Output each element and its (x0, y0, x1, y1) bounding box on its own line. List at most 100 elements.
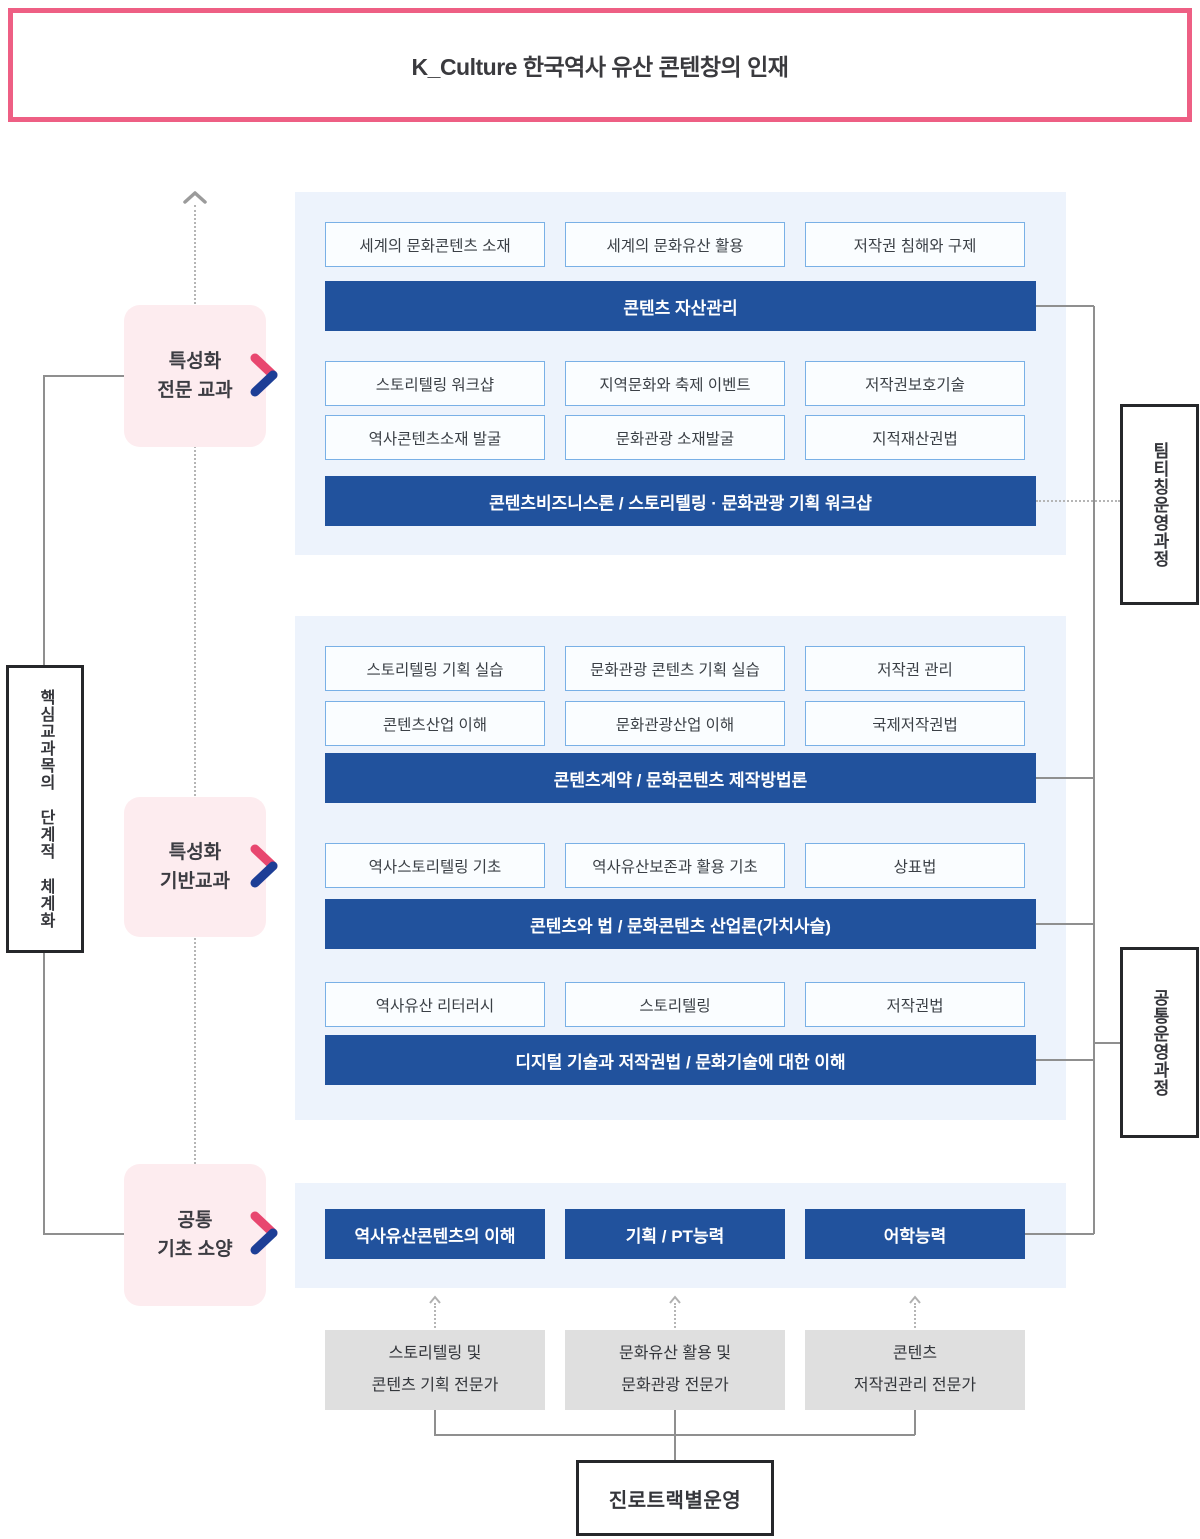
left-bracket-top-hline (43, 375, 124, 377)
course-box: 스토리텔링 (565, 982, 785, 1027)
career-track-storytelling: 스토리텔링 및 콘텐츠 기획 전문가 (325, 1330, 545, 1410)
category-label-line1: 특성화 (168, 350, 222, 372)
category-label-line2: 전문 교과 (157, 380, 233, 401)
category-chevron-icon (250, 353, 278, 397)
course-label: 문화관광 소재발굴 (615, 430, 735, 448)
career-track-heritage-tourism: 문화유산 활용 및 문화관광 전문가 (565, 1330, 785, 1410)
course-box: 저작권 침해와 구제 (805, 222, 1025, 267)
course-box: 스토리텔링 기획 실습 (325, 646, 545, 691)
basic-competency-label: 어학능력 (883, 1226, 947, 1246)
common-operation-connector (1093, 1042, 1121, 1044)
career-dotted-line (914, 1303, 916, 1328)
left-dotted-axis-line (194, 205, 196, 1164)
career-label-line1: 문화유산 활용 및 (619, 1345, 731, 1362)
category-specialized-foundation: 특성화 기반교과 (124, 797, 266, 937)
course-label: 지적재산권법 (872, 430, 958, 448)
career-dotted-line (434, 1303, 436, 1328)
course-box: 상표법 (805, 843, 1025, 888)
basic-competency-label: 역사유산콘텐츠의 이해 (354, 1226, 516, 1246)
left-bracket-bottom-hline (43, 1233, 124, 1235)
team-teaching-dotted-connector (1036, 500, 1120, 502)
career-track-copyright: 콘텐츠 저작권관리 전문가 (805, 1330, 1025, 1410)
track-operation-label: 진로트랙별운영 (608, 1489, 742, 1512)
right-connector-hline (1036, 777, 1094, 779)
course-label: 국제저작권법 (872, 716, 958, 734)
course-label: 저작권 관리 (877, 661, 953, 679)
basic-competency-bar: 기획 / PT능력 (565, 1209, 785, 1259)
career-label-line1: 스토리텔링 및 (388, 1345, 482, 1362)
course-box: 세계의 문화콘텐츠 소재 (325, 222, 545, 267)
up-arrow-icon (669, 1295, 681, 1304)
course-label: 스토리텔링 (639, 997, 711, 1015)
basic-competency-bar: 역사유산콘텐츠의 이해 (325, 1209, 545, 1259)
course-label: 문화관광 콘텐츠 기획 실습 (590, 661, 760, 679)
course-label: 세계의 문화유산 활용 (606, 237, 744, 255)
course-label: 세계의 문화콘텐츠 소재 (359, 237, 511, 255)
career-label-line2: 저작권관리 전문가 (853, 1377, 977, 1394)
category-common-basic: 공통 기초 소양 (124, 1164, 266, 1306)
up-arrow-icon (429, 1295, 441, 1304)
core-course-label: 콘텐츠계약 / 문화콘텐츠 제작방법론 (553, 770, 808, 790)
right-connector-hline (1036, 923, 1094, 925)
course-label: 역사콘텐츠소재 발굴 (368, 430, 502, 448)
course-box: 스토리텔링 워크샵 (325, 361, 545, 406)
basic-competency-bar: 어학능력 (805, 1209, 1025, 1259)
career-dotted-line (674, 1303, 676, 1328)
career-connector-vline (434, 1410, 436, 1435)
category-chevron-icon (250, 1211, 278, 1255)
up-arrow-icon (183, 191, 207, 204)
career-connector-vline (914, 1410, 916, 1435)
course-box: 저작권 관리 (805, 646, 1025, 691)
course-label: 저작권보호기술 (865, 376, 965, 394)
team-teaching-box: 팀티칭운영과정 (1120, 404, 1199, 605)
core-course-bar: 콘텐츠와 법 / 문화콘텐츠 산업론(가치사슬) (325, 899, 1036, 949)
course-label: 스토리텔링 기획 실습 (366, 661, 504, 679)
axis-label: 핵심교과목의 단계적 체계화 (37, 689, 54, 929)
course-label: 콘텐츠산업 이해 (382, 716, 488, 734)
course-box: 문화관광산업 이해 (565, 701, 785, 746)
basic-competency-label: 기획 / PT능력 (625, 1226, 725, 1246)
course-box: 역사콘텐츠소재 발굴 (325, 415, 545, 460)
right-connector-hline (1025, 1233, 1094, 1235)
career-label-line2: 콘텐츠 기획 전문가 (371, 1377, 499, 1394)
core-course-label: 콘텐츠비즈니스론 / 스토리텔링 · 문화관광 기획 워크샵 (489, 493, 872, 513)
course-label: 저작권법 (886, 997, 944, 1015)
core-course-bar: 콘텐츠비즈니스론 / 스토리텔링 · 문화관광 기획 워크샵 (325, 476, 1036, 526)
category-label-line2: 기초 소양 (157, 1239, 233, 1260)
course-box: 콘텐츠산업 이해 (325, 701, 545, 746)
course-box: 문화관광 소재발굴 (565, 415, 785, 460)
category-label-line2: 기반교과 (160, 871, 230, 892)
core-course-bar: 콘텐츠 자산관리 (325, 281, 1036, 331)
course-label: 문화관광산업 이해 (615, 716, 735, 734)
course-label: 저작권 침해와 구제 (853, 237, 977, 255)
course-box: 저작권보호기술 (805, 361, 1025, 406)
core-course-label: 디지털 기술과 저작권법 / 문화기술에 대한 이해 (515, 1052, 846, 1072)
category-specialized-advanced: 특성화 전문 교과 (124, 305, 266, 447)
axis-label-box: 핵심교과목의 단계적 체계화 (6, 665, 84, 953)
header: K_Culture 한국역사 유산 콘텐창의 인재 (8, 8, 1192, 122)
core-course-label: 콘텐츠 자산관리 (623, 298, 738, 318)
category-label-line1: 특성화 (168, 841, 222, 863)
course-label: 지역문화와 축제 이벤트 (599, 376, 751, 394)
course-box: 국제저작권법 (805, 701, 1025, 746)
course-label: 역사스토리텔링 기초 (368, 858, 502, 876)
course-label: 상표법 (893, 858, 937, 876)
course-box: 역사유산 리터러시 (325, 982, 545, 1027)
course-box: 지적재산권법 (805, 415, 1025, 460)
team-teaching-label: 팀티칭운영과정 (1150, 441, 1169, 568)
course-box: 역사스토리텔링 기초 (325, 843, 545, 888)
career-label-line1: 콘텐츠 (892, 1345, 938, 1362)
core-course-label: 콘텐츠와 법 / 문화콘텐츠 산업론(가치사슬) (530, 916, 831, 936)
career-label-line2: 문화관광 전문가 (621, 1377, 729, 1394)
core-course-bar: 디지털 기술과 저작권법 / 문화기술에 대한 이해 (325, 1035, 1036, 1085)
course-box: 역사유산보존과 활용 기초 (565, 843, 785, 888)
category-label-line1: 공통 (177, 1209, 213, 1231)
right-connector-hline (1036, 305, 1094, 307)
up-arrow-icon (909, 1295, 921, 1304)
common-operation-box: 공통운영과정 (1120, 947, 1199, 1138)
course-label: 역사유산보존과 활용 기초 (592, 858, 758, 876)
right-connector-hline (1036, 1059, 1094, 1061)
course-box: 문화관광 콘텐츠 기획 실습 (565, 646, 785, 691)
course-label: 역사유산 리터러시 (375, 997, 495, 1015)
